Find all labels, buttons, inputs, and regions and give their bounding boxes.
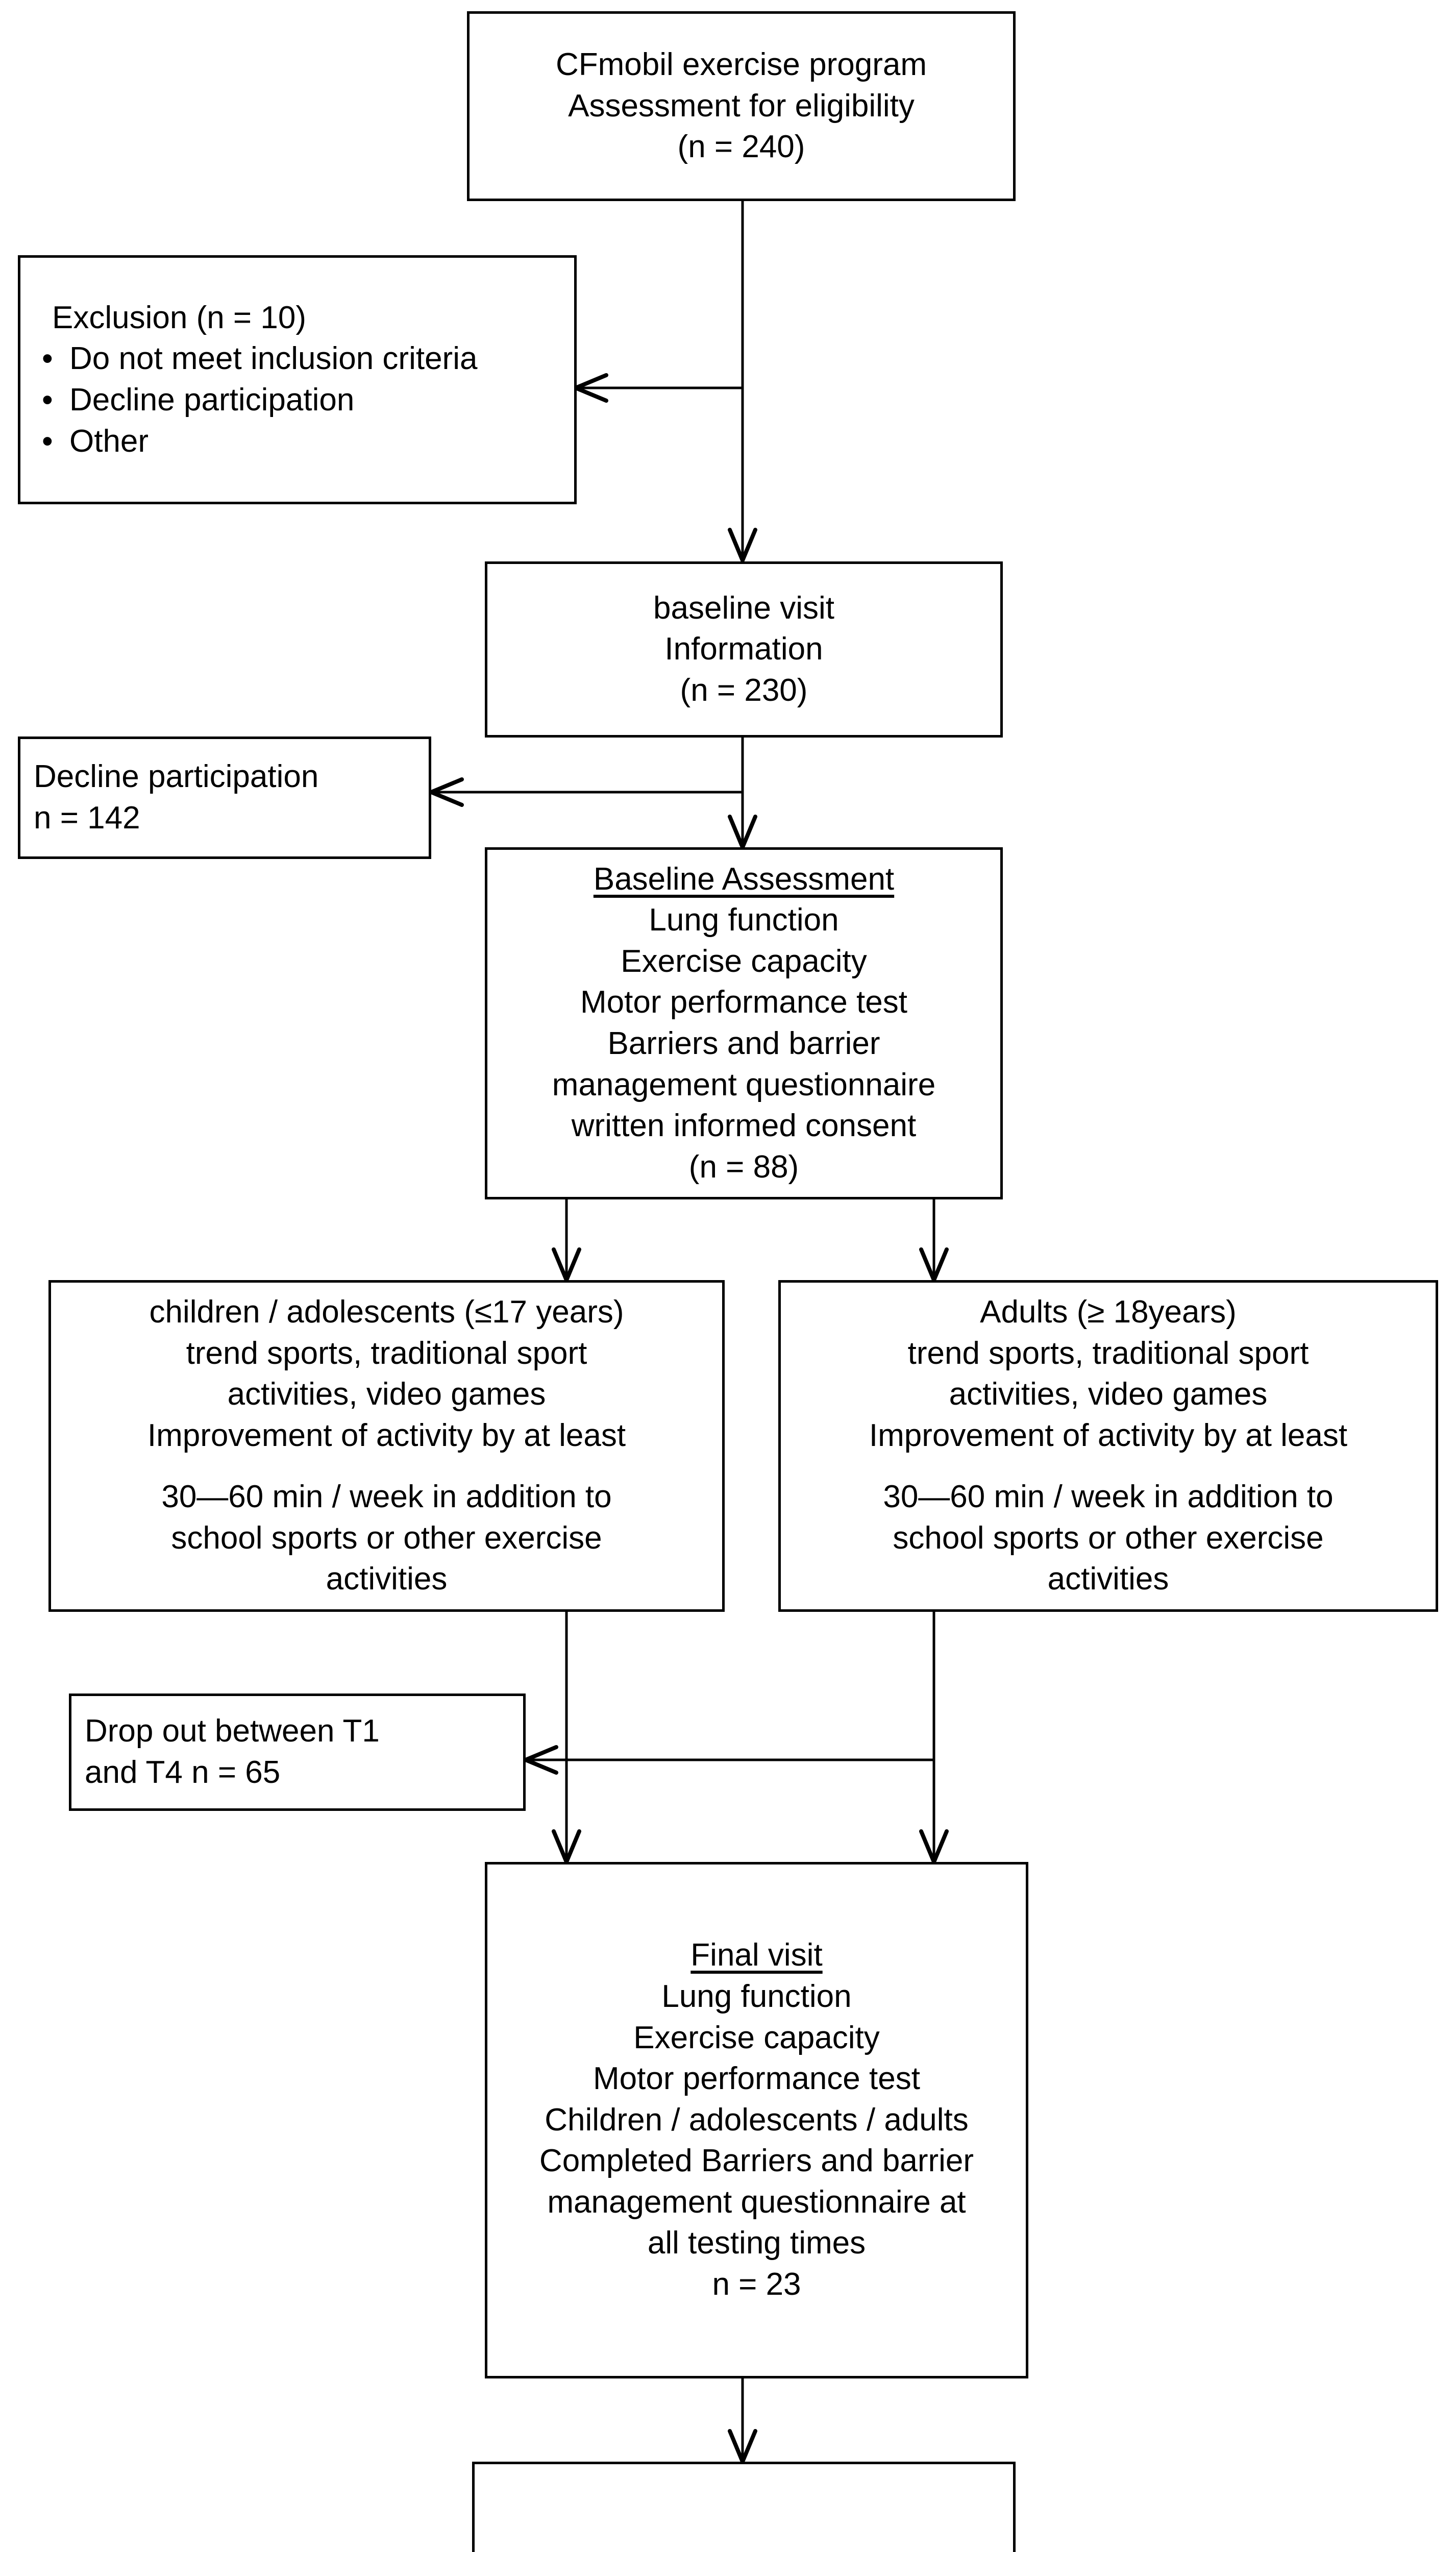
baseline-assessment-line-1: Lung function xyxy=(649,902,839,938)
baseline-assessment-heading: Baseline Assessment xyxy=(593,861,895,897)
adults-arm-line-3: activities, video games xyxy=(949,1377,1268,1412)
exclusion-reason-item: Other xyxy=(33,421,477,462)
dropout-line-1: Drop out between T1 xyxy=(85,1713,380,1749)
children-arm-line-5: 30—60 min / week in addition to xyxy=(161,1479,612,1515)
adults-arm-line-2: trend sports, traditional sport xyxy=(907,1335,1309,1371)
exclusion-reason-list: Do not meet inclusion criteria Decline p… xyxy=(33,338,477,462)
final-visit-line-1: Lung function xyxy=(661,1978,852,2014)
baseline-visit-line-3: (n = 230) xyxy=(680,672,808,708)
node-children-arm[interactable]: children / adolescents (≤17 years) trend… xyxy=(48,1280,725,1612)
dropout-line-2: and T4 n = 65 xyxy=(85,1755,281,1790)
baseline-assessment-line-2: Exercise capacity xyxy=(621,943,867,979)
children-arm-line-1: children / adolescents (≤17 years) xyxy=(149,1294,624,1330)
children-arm-line-3: activities, video games xyxy=(227,1377,546,1412)
decline-line-1: Decline participation xyxy=(34,759,319,795)
baseline-visit-line-1: baseline visit xyxy=(653,590,834,626)
baseline-assessment-line-7: (n = 88) xyxy=(688,1149,799,1185)
children-arm-line-7: activities xyxy=(326,1561,448,1597)
final-visit-line-5: Completed Barriers and barrier xyxy=(539,2143,974,2179)
node-baseline-assessment[interactable]: Baseline Assessment Lung function Exerci… xyxy=(485,847,1003,1199)
node-exclusion[interactable]: Exclusion (n = 10) Do not meet inclusion… xyxy=(18,255,577,504)
node-enrollment[interactable]: CFmobil exercise program Assessment for … xyxy=(467,11,1016,201)
baseline-assessment-line-4: Barriers and barrier xyxy=(607,1026,880,1061)
adults-arm-line-4: Improvement of activity by at least xyxy=(869,1417,1348,1453)
decline-line-2: n = 142 xyxy=(34,800,140,836)
children-arm-line-4: Improvement of activity by at least xyxy=(147,1417,626,1453)
final-visit-line-6: management questionnaire at xyxy=(547,2184,966,2220)
enrollment-line-2: Assessment for eligibility xyxy=(568,88,915,124)
children-arm-line-6: school sports or other exercise xyxy=(171,1520,602,1556)
adults-arm-line-5: 30—60 min / week in addition to xyxy=(883,1479,1334,1515)
node-analysis[interactable]: Analysis xyxy=(472,2462,1016,2552)
adults-arm-line-1: Adults (≥ 18years) xyxy=(980,1294,1237,1330)
children-arm-line-2: trend sports, traditional sport xyxy=(186,1335,587,1371)
baseline-assessment-line-5: management questionnaire xyxy=(552,1067,936,1102)
adults-arm-line-6: school sports or other exercise xyxy=(893,1520,1324,1556)
node-adults-arm[interactable]: Adults (≥ 18years) trend sports, traditi… xyxy=(778,1280,1438,1612)
baseline-assessment-line-3: Motor performance test xyxy=(580,985,907,1020)
final-visit-line-2: Exercise capacity xyxy=(633,2020,880,2055)
node-dropout[interactable]: Drop out between T1 and T4 n = 65 xyxy=(69,1694,526,1811)
final-visit-heading: Final visit xyxy=(690,1937,823,1973)
node-final-visit[interactable]: Final visit Lung function Exercise capac… xyxy=(485,1862,1028,2378)
node-decline-participation[interactable]: Decline participation n = 142 xyxy=(18,737,431,859)
final-visit-line-4: Children / adolescents / adults xyxy=(545,2102,969,2138)
final-visit-line-7: all testing times xyxy=(647,2225,866,2261)
exclusion-reason-item: Decline participation xyxy=(33,380,477,421)
node-baseline-visit[interactable]: baseline visit Information (n = 230) xyxy=(485,561,1003,738)
baseline-assessment-line-6: written informed consent xyxy=(571,1108,917,1144)
adults-arm-line-7: activities xyxy=(1047,1561,1169,1597)
enrollment-line-1: CFmobil exercise program xyxy=(556,47,927,83)
exclusion-reason-item: Do not meet inclusion criteria xyxy=(33,338,477,380)
baseline-visit-line-2: Information xyxy=(664,631,823,667)
exclusion-heading: Exclusion (n = 10) xyxy=(52,300,306,335)
final-visit-line-8: n = 23 xyxy=(712,2267,801,2302)
enrollment-line-3: (n = 240) xyxy=(677,129,805,165)
final-visit-line-3: Motor performance test xyxy=(593,2061,920,2097)
